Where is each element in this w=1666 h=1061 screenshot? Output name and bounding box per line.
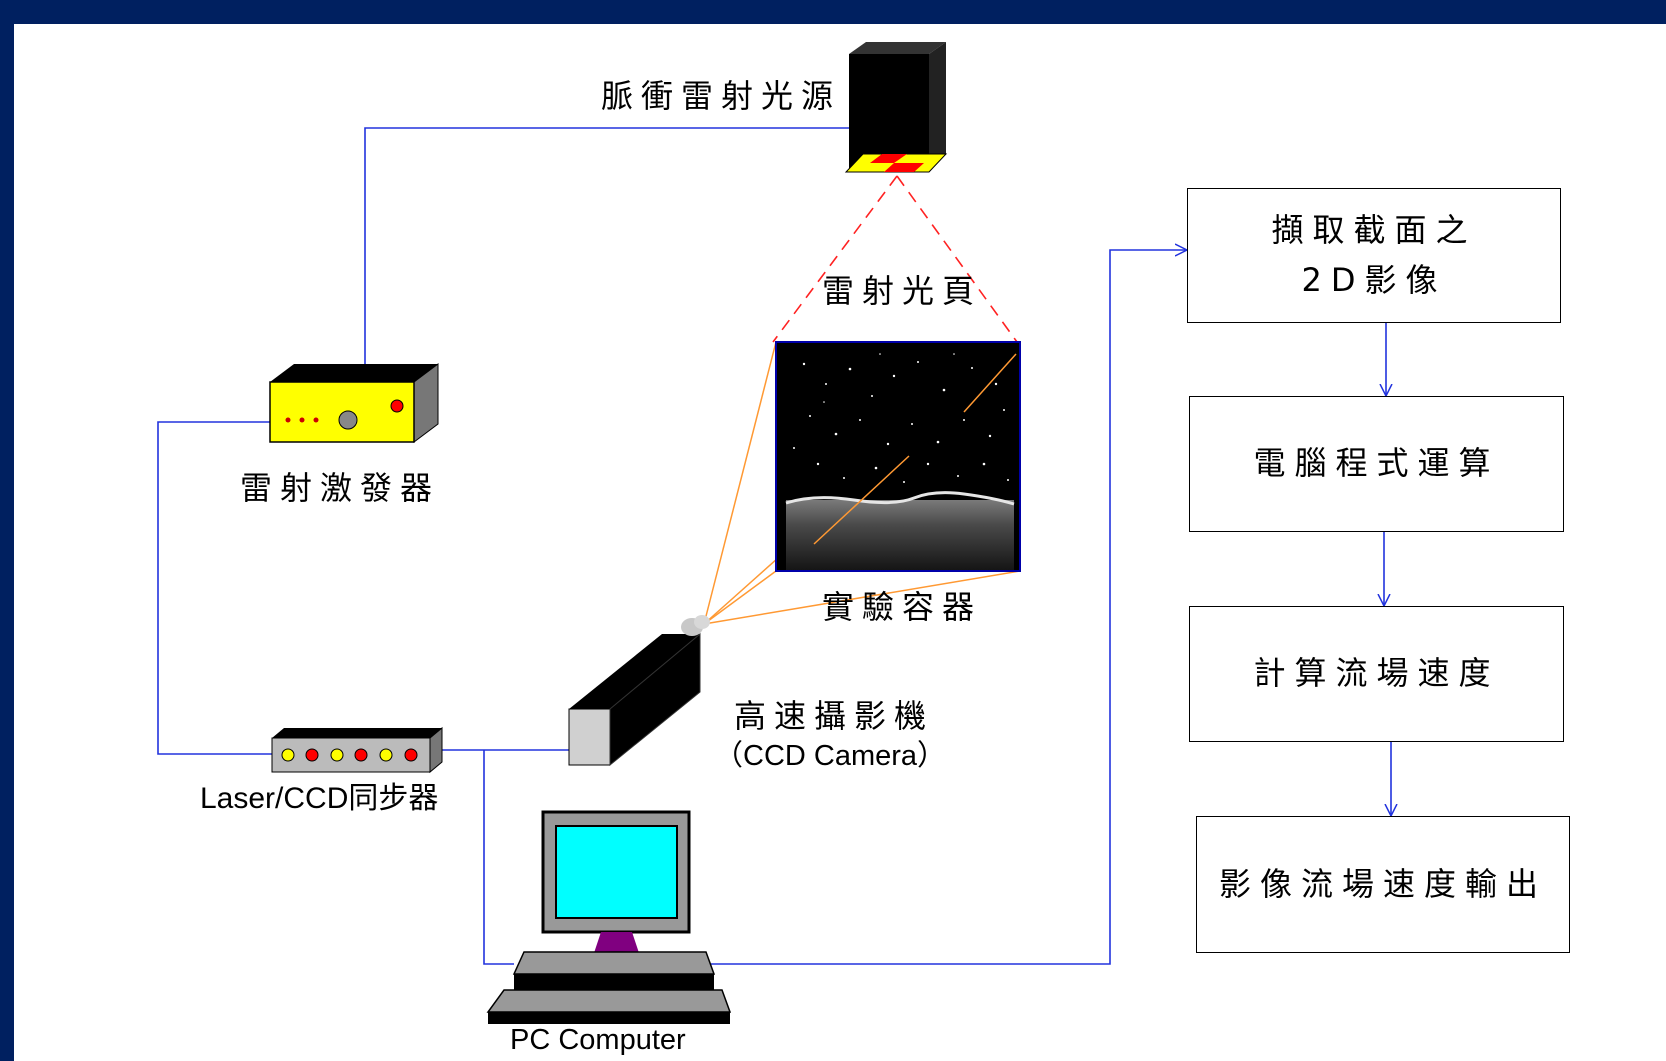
camera-label-en: （CCD Camera） xyxy=(714,740,947,772)
wire-sync-to-pc xyxy=(483,750,514,965)
laser-trigger-label: 雷射激發器 xyxy=(240,469,441,507)
ccd-camera-icon xyxy=(568,615,710,767)
flow-step-velocity: 計算流場速度 xyxy=(1189,606,1564,742)
wire-pc-to-flowchart xyxy=(711,250,1187,965)
flow-step-capture-line2: 2D影像 xyxy=(1301,260,1447,299)
connection-wires xyxy=(157,127,1391,965)
flow-step-velocity-text: 計算流場速度 xyxy=(1253,654,1500,693)
diagram-canvas: 脈衝雷射光源 雷射光頁 雷射激發器 實驗容器 高速攝影機 （CCD Camera… xyxy=(14,24,1666,1061)
pulse-laser-label: 脈衝雷射光源 xyxy=(601,77,842,115)
flow-step-output-text: 影像流場速度輸出 xyxy=(1218,864,1547,903)
laser-sheet-beam xyxy=(772,175,1018,343)
pulse-laser-icon xyxy=(844,42,948,173)
particle-field xyxy=(793,353,1009,483)
flow-step-capture-line1: 擷取截面之 xyxy=(1271,210,1477,249)
flow-step-capture: 擷取截面之 2D影像 xyxy=(1187,188,1561,323)
laser-sheet-label: 雷射光頁 xyxy=(822,272,983,310)
flow-image-icon xyxy=(775,341,1021,572)
sync-unit-label: Laser/CCD同步器 xyxy=(200,782,439,815)
sync-unit-icon xyxy=(271,726,443,774)
pc-computer-icon xyxy=(486,810,732,1024)
wire-sync-to-trigger xyxy=(157,421,272,755)
wire-trigger-to-laser xyxy=(364,127,871,369)
flow-step-output: 影像流場速度輸出 xyxy=(1196,816,1570,953)
test-tank-label: 實驗容器 xyxy=(822,588,983,626)
laser-trigger-icon xyxy=(269,363,439,443)
schematic-drawing xyxy=(157,42,1666,1024)
flow-step-compute: 電腦程式運算 xyxy=(1189,396,1564,532)
camera-label-zh: 高速攝影機 xyxy=(734,697,935,735)
pc-computer-label: PC Computer xyxy=(510,1024,686,1056)
flow-step-compute-text: 電腦程式運算 xyxy=(1253,444,1500,483)
